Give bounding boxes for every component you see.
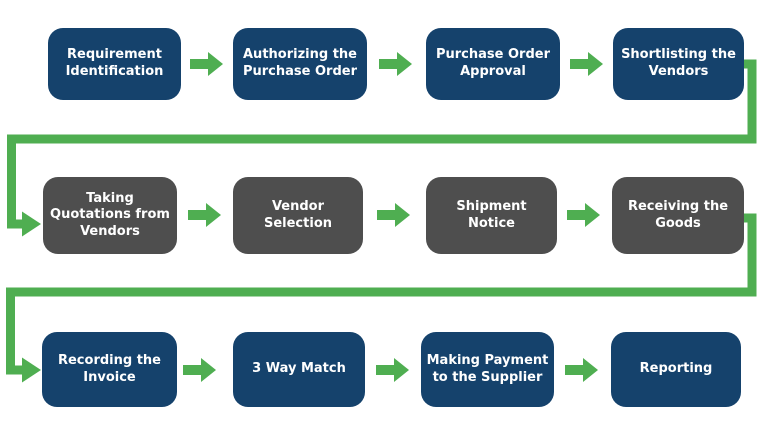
arrow-right-icon bbox=[376, 357, 410, 383]
arrow-right-icon bbox=[565, 357, 599, 383]
step-label: Shipment Notice bbox=[456, 198, 527, 231]
step-box-reporting: Reporting bbox=[611, 332, 741, 407]
step-box-3-way-match: 3 Way Match bbox=[233, 332, 365, 407]
step-label: 3 Way Match bbox=[252, 361, 346, 377]
step-label: Taking Quotations from Vendors bbox=[50, 190, 170, 239]
step-box-requirement-identification: Requirement Identification bbox=[48, 28, 181, 100]
step-label: Making Payment to the Supplier bbox=[426, 352, 549, 385]
step-box-authorizing-purchase-order: Authorizing the Purchase Order bbox=[233, 28, 367, 100]
arrow-right-icon bbox=[570, 51, 604, 77]
arrow-right-icon bbox=[377, 202, 411, 228]
step-box-purchase-order-approval: Purchase Order Approval bbox=[426, 28, 560, 100]
arrow-right-icon bbox=[188, 202, 222, 228]
step-box-making-payment: Making Payment to the Supplier bbox=[421, 332, 554, 407]
step-label: Shortlisting the Vendors bbox=[621, 47, 736, 79]
step-box-receiving-goods: Receiving the Goods bbox=[612, 177, 744, 254]
arrowhead-into-row2-icon bbox=[22, 211, 41, 237]
step-label: Recording the Invoice bbox=[57, 352, 161, 385]
step-box-shortlisting-vendors: Shortlisting the Vendors bbox=[613, 28, 744, 100]
step-label: Purchase Order Approval bbox=[435, 47, 550, 79]
step-label: Vendor Selection bbox=[263, 198, 332, 231]
step-label: Requirement Identification bbox=[65, 47, 164, 79]
arrowhead-into-row3-icon bbox=[22, 357, 41, 383]
step-box-recording-invoice: Recording the Invoice bbox=[42, 332, 177, 407]
step-label: Authorizing the Purchase Order bbox=[242, 47, 357, 79]
step-box-shipment-notice: Shipment Notice bbox=[426, 177, 557, 254]
step-box-taking-quotations: Taking Quotations from Vendors bbox=[43, 177, 177, 254]
step-box-vendor-selection: Vendor Selection bbox=[233, 177, 363, 254]
step-label: Reporting bbox=[639, 361, 713, 377]
arrow-right-icon bbox=[379, 51, 413, 77]
arrow-right-icon bbox=[190, 51, 224, 77]
arrow-right-icon bbox=[567, 202, 601, 228]
arrow-right-icon bbox=[183, 357, 217, 383]
step-label: Receiving the Goods bbox=[627, 198, 729, 231]
